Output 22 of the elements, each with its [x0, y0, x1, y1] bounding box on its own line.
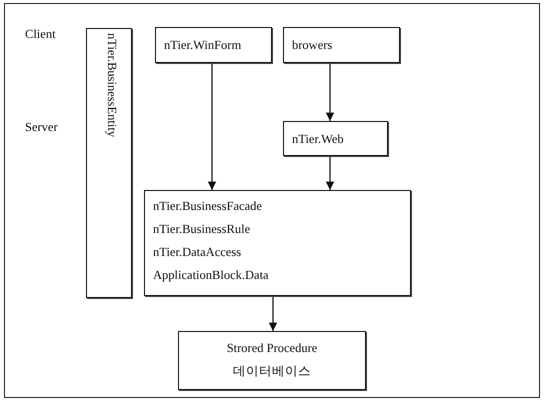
box-label: nTier.DataAccess	[153, 245, 242, 260]
vertical-box	[86, 28, 132, 298]
arrow	[208, 63, 216, 190]
box-label: nTier.Web	[292, 132, 344, 146]
box-label: 데이터베이스	[232, 363, 312, 380]
arrow	[268, 296, 278, 331]
box-label: ApplicationBlock.Data	[153, 268, 269, 283]
tier-label: Client	[25, 27, 56, 42]
process-box	[155, 27, 272, 63]
process-box	[283, 27, 400, 63]
box-label: browers	[292, 38, 332, 53]
box-label: nTier.BusinessEntity	[104, 33, 119, 138]
box-label: Strored Procedure	[226, 341, 318, 356]
process-box	[178, 331, 366, 390]
tier-label: Server	[25, 120, 58, 135]
box-label: nTier.WinForm	[164, 38, 242, 53]
box-label: nTier.BusinessFacade	[153, 199, 262, 214]
arrow	[326, 156, 334, 190]
process-box	[144, 190, 411, 296]
process-box	[283, 121, 388, 156]
box-label: nTier.BusinessRule	[153, 222, 250, 237]
arrow	[326, 63, 334, 121]
